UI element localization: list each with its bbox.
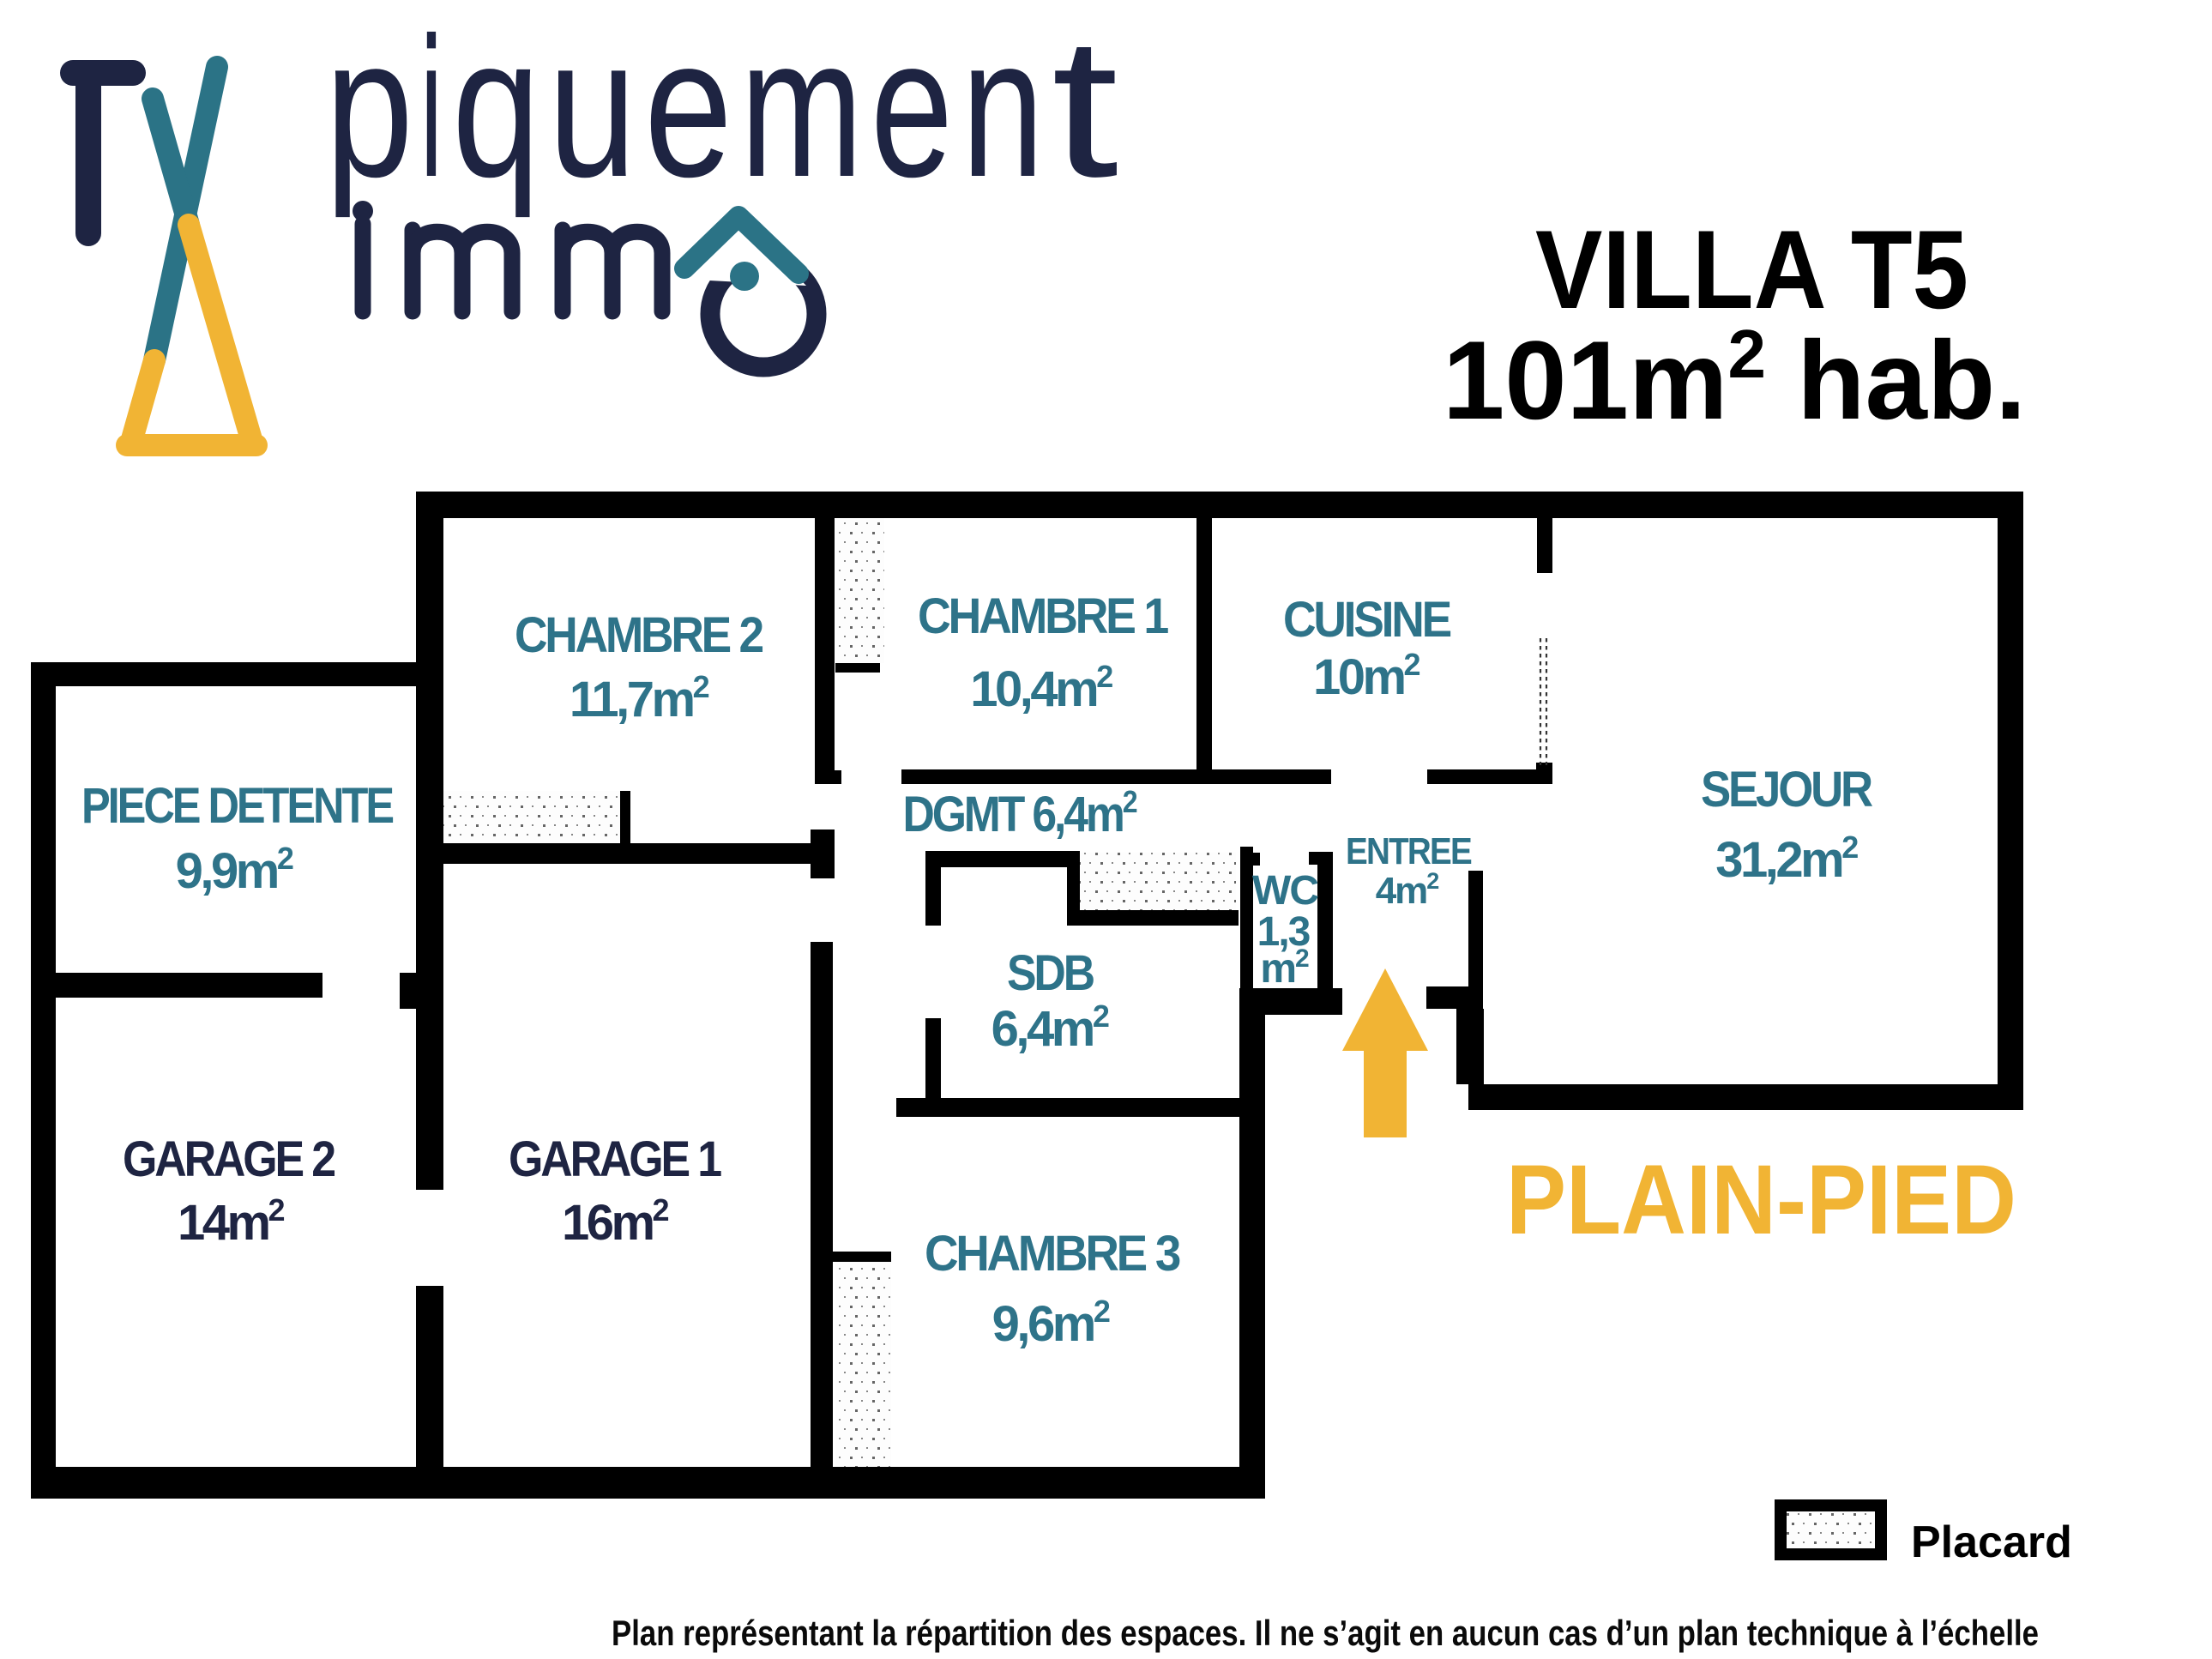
svg-text:e: e — [871, 0, 953, 219]
svg-text:e: e — [644, 0, 732, 219]
svg-text:CHAMBRE 1: CHAMBRE 1 — [918, 588, 1168, 644]
svg-text:PLAIN-PIED: PLAIN-PIED — [1506, 1145, 2016, 1255]
svg-text:Plan représentant la répartiti: Plan représentant la répartition des esp… — [612, 1613, 2039, 1653]
svg-text:101m2 hab.: 101m2 hab. — [1443, 316, 2026, 443]
svg-text:CHAMBRE 3: CHAMBRE 3 — [925, 1226, 1180, 1282]
svg-text:11,7m2: 11,7m2 — [570, 669, 709, 727]
svg-text:31,2m2: 31,2m2 — [1715, 830, 1858, 888]
svg-text:WC: WC — [1252, 868, 1318, 914]
svg-text:VILLA T5: VILLA T5 — [1535, 207, 1968, 332]
svg-text:SDB: SDB — [1007, 945, 1094, 1001]
svg-text:9,9m2: 9,9m2 — [176, 841, 293, 899]
svg-text:u: u — [548, 0, 636, 219]
svg-text:DGMT 6,4m2: DGMT 6,4m2 — [903, 784, 1137, 842]
svg-text:GARAGE 2: GARAGE 2 — [123, 1131, 335, 1187]
svg-text:n: n — [961, 0, 1044, 219]
svg-text:10,4m2: 10,4m2 — [970, 659, 1112, 717]
svg-text:SEJOUR: SEJOUR — [1701, 762, 1872, 817]
svg-text:p: p — [325, 0, 413, 219]
svg-text:i: i — [420, 0, 443, 219]
svg-text:CHAMBRE 2: CHAMBRE 2 — [515, 607, 762, 663]
svg-text:1,3: 1,3 — [1257, 909, 1310, 955]
svg-text:Placard: Placard — [1911, 1517, 2072, 1567]
svg-text:ENTREE: ENTREE — [1346, 830, 1472, 872]
svg-text:CUISINE: CUISINE — [1283, 592, 1451, 648]
svg-text:14m2: 14m2 — [178, 1192, 285, 1251]
svg-text:t: t — [1052, 0, 1118, 219]
svg-text:m: m — [740, 0, 863, 219]
svg-text:9,6m2: 9,6m2 — [992, 1294, 1110, 1352]
svg-text:6,4m2: 6,4m2 — [991, 998, 1109, 1057]
svg-text:q: q — [452, 0, 540, 219]
svg-text:GARAGE 1: GARAGE 1 — [509, 1131, 721, 1187]
svg-text:PIECE DETENTE: PIECE DETENTE — [81, 778, 394, 834]
